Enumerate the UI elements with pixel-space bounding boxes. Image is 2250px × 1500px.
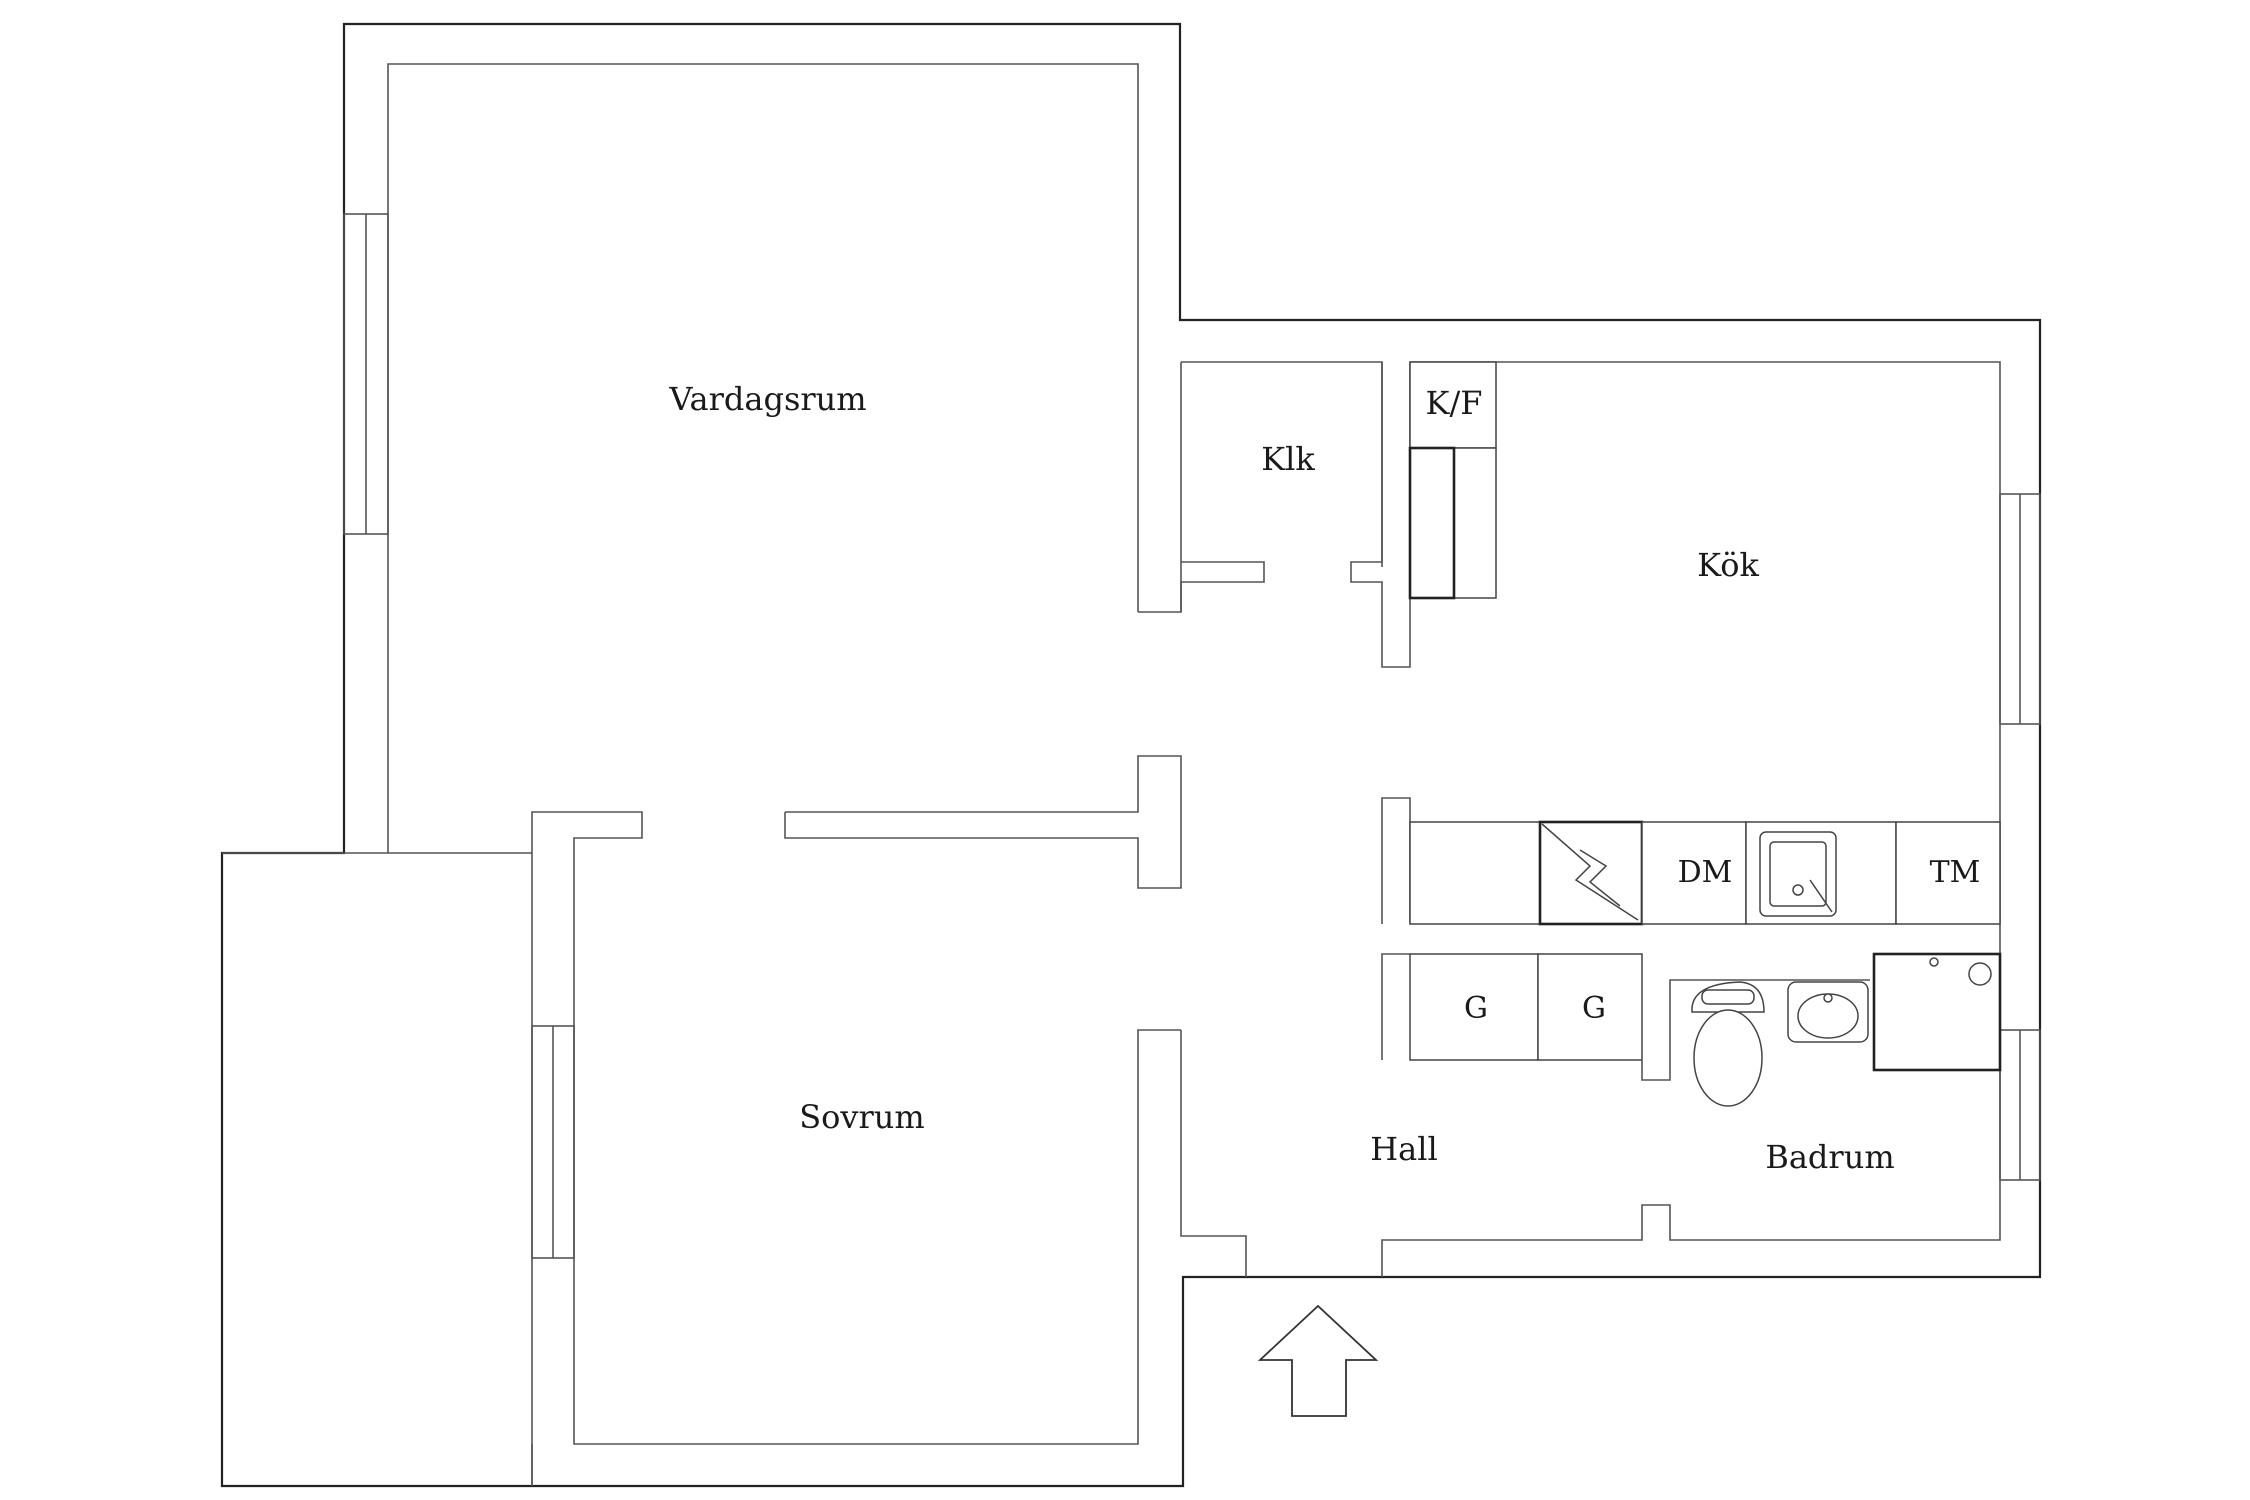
sink-faucet xyxy=(1809,879,1833,913)
washbasin-icon xyxy=(1787,981,1869,1043)
room-labels: Vardagsrum Klk K/F Kök Sovrum Hall Badru… xyxy=(668,380,1894,1176)
outer-walls xyxy=(220,22,2042,1488)
counter-cabinet xyxy=(1409,821,1541,925)
wardrobe-1 xyxy=(1409,953,1539,1061)
fixture-label-wardrobe-1: G xyxy=(1464,991,1488,1026)
shower-head xyxy=(1929,957,1939,967)
entrance-arrow-icon xyxy=(1257,1304,1379,1417)
closet-wall-left xyxy=(1138,362,1182,613)
room-label-klk: Klk xyxy=(1261,440,1315,478)
wardrobes xyxy=(1381,953,1870,1081)
fixture-label-wardrobe-2: G xyxy=(1582,991,1606,1026)
toilet-icon xyxy=(1691,981,1765,1107)
counter-end-wall xyxy=(1381,797,1411,924)
washbasin-tap xyxy=(1823,993,1833,1003)
stove-zigzag xyxy=(1541,823,1639,921)
wardrobe-end-wall xyxy=(1381,953,1410,1060)
sink-drain xyxy=(1792,884,1804,896)
sink-basin xyxy=(1769,841,1827,907)
kitchen-tall-units xyxy=(1408,361,1497,600)
fixture-label-dishwasher: DM xyxy=(1678,855,1733,890)
bedroom-walls xyxy=(531,755,1182,1486)
bathroom-fixtures xyxy=(1691,952,2002,1107)
windows xyxy=(343,213,2041,1259)
kitchen-counter xyxy=(1381,797,2001,926)
shower-drain xyxy=(1968,962,1992,986)
living-room-wall-inner xyxy=(387,63,1139,853)
outer-wall-outline xyxy=(220,22,2042,1488)
wardrobe-2 xyxy=(1537,953,1643,1061)
room-label-badrum: Badrum xyxy=(1765,1138,1894,1176)
washing-machine-cabinet xyxy=(1895,821,2001,925)
closet-wall-bottom-right xyxy=(1350,362,1411,668)
fridge-freezer-cabinet xyxy=(1409,361,1497,449)
room-label-sovrum: Sovrum xyxy=(799,1098,925,1136)
tall-cabinet-door xyxy=(1408,446,1456,600)
dishwasher-cabinet xyxy=(1641,821,1747,925)
stove-zigzag-2 xyxy=(1579,849,1621,907)
closet-wall-bottom-left xyxy=(1180,561,1265,612)
partition-wall xyxy=(784,755,1182,889)
toilet-bowl xyxy=(1693,1009,1763,1107)
bathroom-entry-wall xyxy=(1641,979,1870,1081)
room-label-kok: Kök xyxy=(1697,546,1759,584)
shower-icon xyxy=(1872,952,2002,1072)
closet-walls xyxy=(1138,362,1411,668)
bedroom-wall-left-outer xyxy=(531,811,1181,1486)
fixture-label-washing-machine: TM xyxy=(1930,855,1981,890)
room-label-vardagsrum: Vardagsrum xyxy=(668,380,866,418)
room-label-hall: Hall xyxy=(1370,1130,1437,1168)
hall-bottom-wall xyxy=(1180,1030,1247,1277)
fixture-labels: DM TM G G xyxy=(1464,855,1980,1026)
room-label-kf: K/F xyxy=(1426,384,1483,422)
toilet-tank-top xyxy=(1701,989,1755,1005)
